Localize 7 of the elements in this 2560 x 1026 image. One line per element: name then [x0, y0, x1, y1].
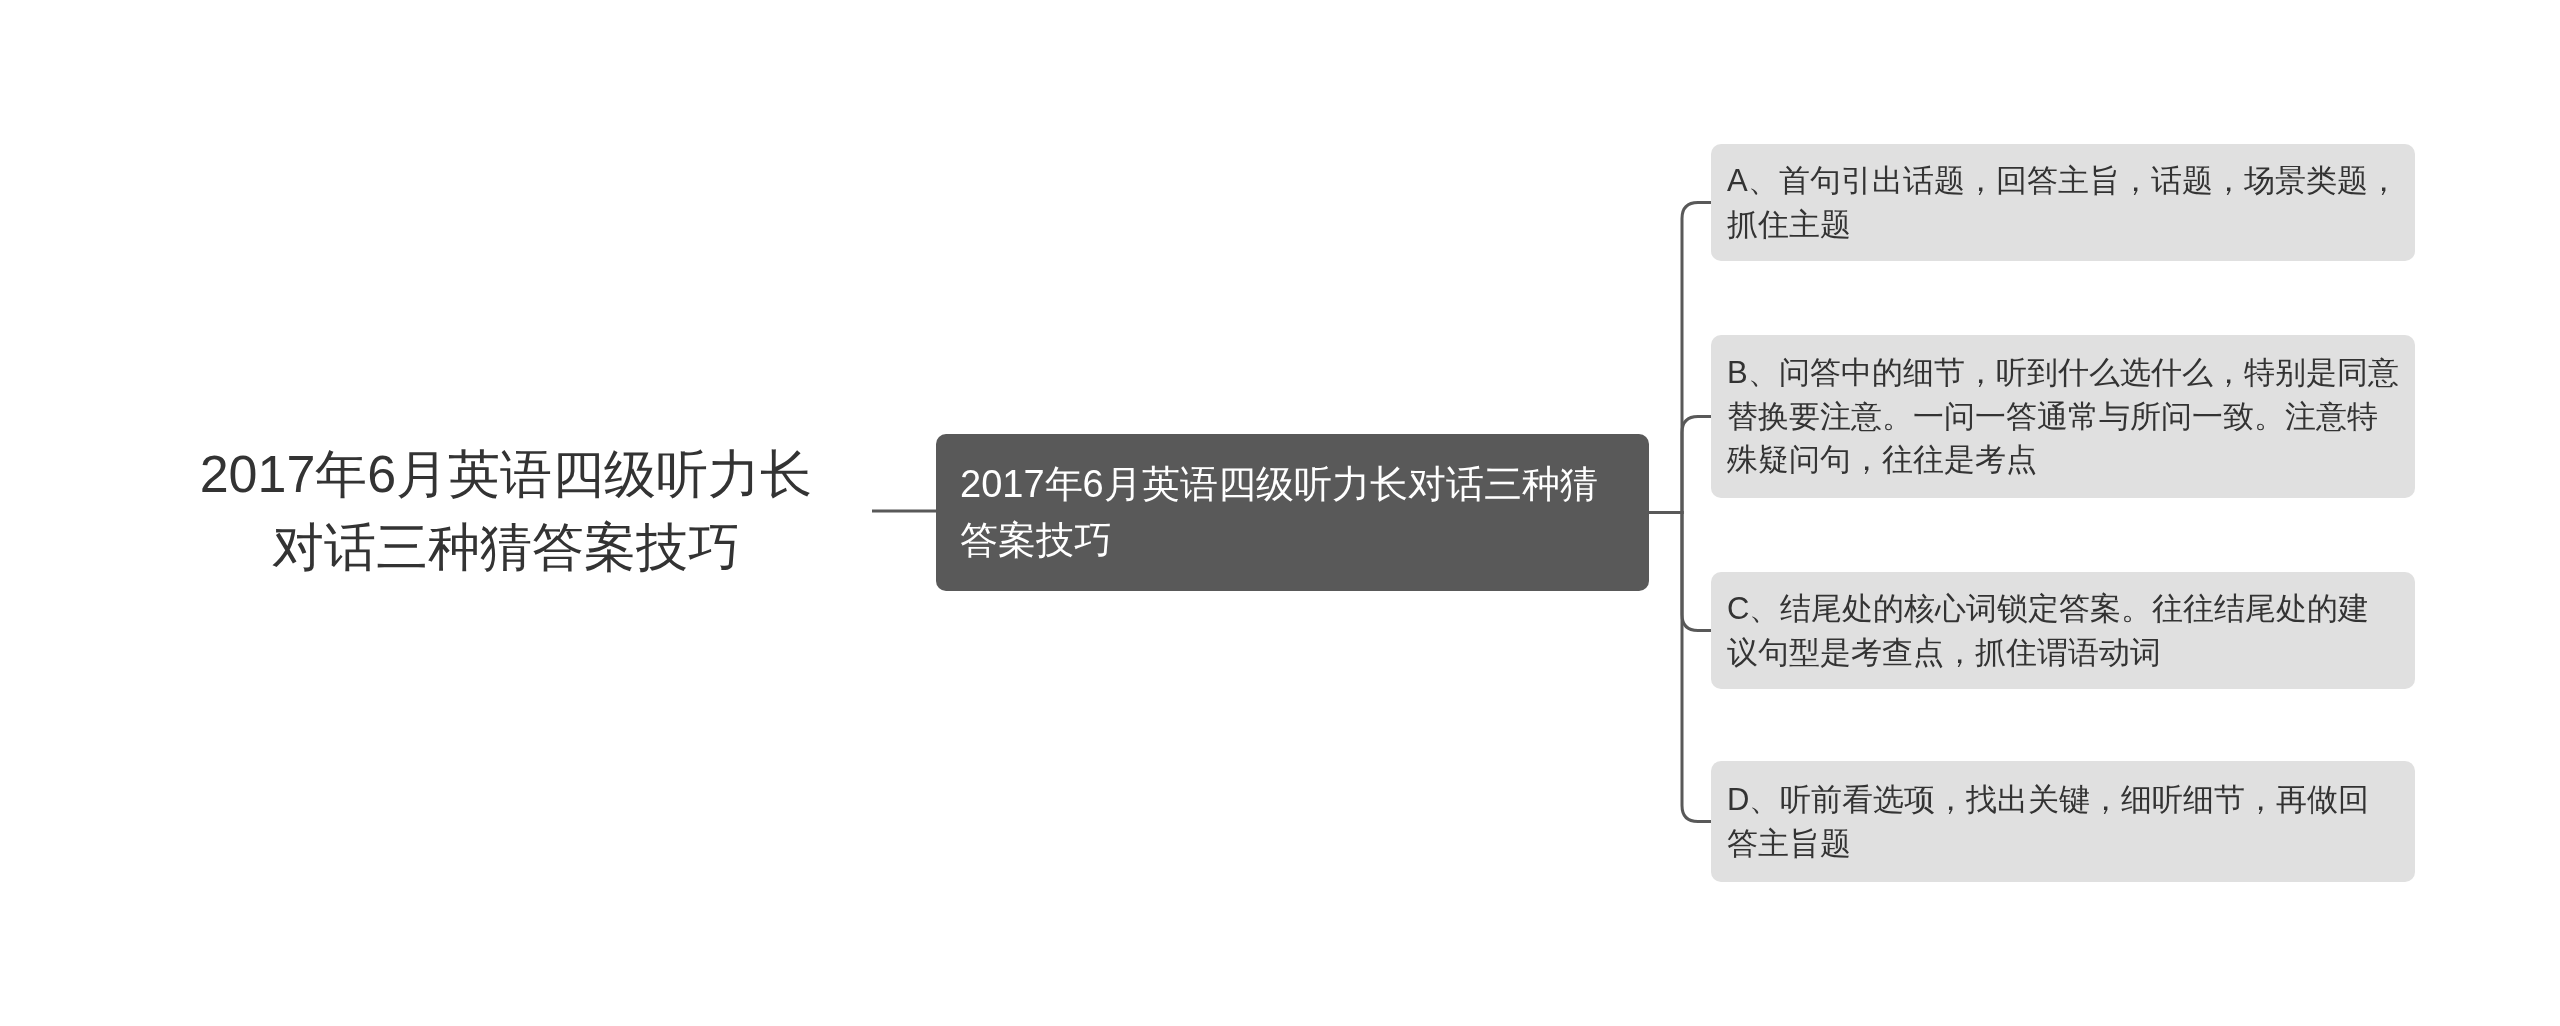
subtopic-box: A、首句引出话题，回答主旨，话题，场景类题，抓住主题 — [1711, 144, 2415, 261]
connector-line — [872, 509, 936, 513]
subtopic-box: B、问答中的细节，听到什么选什么，特别是同意替换要注意。一问一答通常与所问一致。注意特殊疑问句，往往是考点 — [1711, 335, 2415, 498]
subtopic-box: D、听前看选项，找出关键，细听细节，再做回答主旨题 — [1711, 761, 2415, 882]
root-topic-text: 2017年6月英语四级听力长对话三种猜答案技巧 — [180, 425, 832, 597]
subtopic-box: C、结尾处的核心词锁定答案。往往结尾处的建议句型是考查点，抓住谓语动词 — [1711, 572, 2415, 689]
topic-box: 2017年6月英语四级听力长对话三种猜答案技巧 — [936, 434, 1649, 591]
